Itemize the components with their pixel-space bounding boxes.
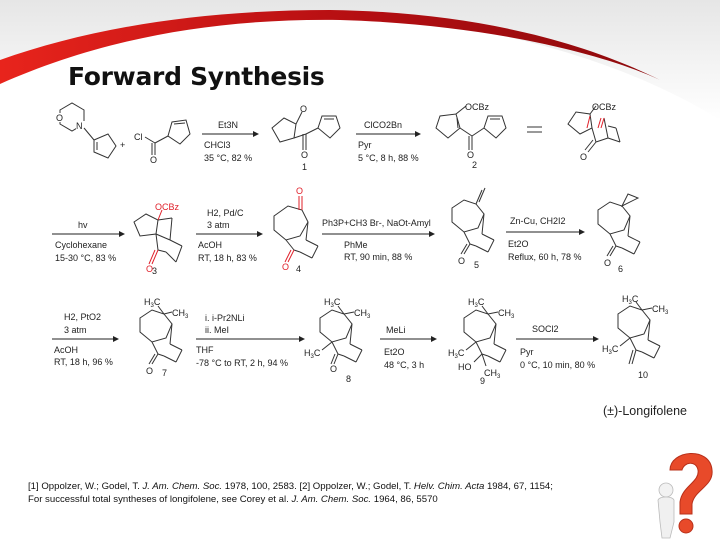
svg-text:48 °C, 3 h: 48 °C, 3 h (384, 360, 424, 370)
morpholine-enamine-structure: O N (56, 102, 117, 159)
svg-text:Et2O: Et2O (508, 239, 529, 249)
svg-text:O: O (296, 186, 303, 196)
svg-text:AcOH: AcOH (198, 240, 222, 250)
svg-text:H3C: H3C (448, 348, 465, 360)
compound-label-10: 10 (638, 370, 648, 380)
svg-text:15-30 °C, 83 %: 15-30 °C, 83 % (55, 253, 116, 263)
cyclopentenecarbonyl-chloride-structure: Cl O (134, 119, 191, 165)
compound-5-structure: O (451, 187, 495, 266)
svg-text:AcOH: AcOH (54, 345, 78, 355)
svg-text:RT, 90 min, 88 %: RT, 90 min, 88 % (344, 252, 412, 262)
compound-label-7: 7 (162, 368, 167, 378)
svg-text:35 °C, 82 %: 35 °C, 82 % (204, 153, 252, 163)
svg-text:SOCl2: SOCl2 (532, 324, 559, 334)
svg-text:MeLi: MeLi (386, 325, 406, 335)
svg-text:5 °C, 8 h, 88 %: 5 °C, 8 h, 88 % (358, 153, 419, 163)
svg-text:Pyr: Pyr (520, 347, 534, 357)
compound-8-structure: H3C CH3 H3C O (304, 297, 371, 374)
compound-label-1: 1 (302, 162, 307, 172)
svg-text:O: O (56, 113, 63, 123)
product-name: (±)-Longifolene (603, 404, 687, 418)
svg-text:OCBz: OCBz (592, 102, 617, 112)
references: [1] Oppolzer, W.; Godel, T. J. Am. Chem.… (28, 481, 553, 505)
svg-text:N: N (76, 121, 83, 131)
svg-text:H3C: H3C (144, 297, 161, 309)
svg-text:THF: THF (196, 345, 214, 355)
compound-3-structure: O OCBz (133, 202, 183, 274)
svg-text:3 atm: 3 atm (207, 220, 230, 230)
question-mark-figure-icon (657, 453, 713, 539)
svg-text:RT, 18 h, 96 %: RT, 18 h, 96 % (54, 357, 113, 367)
svg-text:H3C: H3C (304, 348, 321, 360)
compound-4-structure: O O (273, 186, 319, 272)
svg-text:CH3: CH3 (498, 308, 515, 320)
svg-text:Pyr: Pyr (358, 140, 372, 150)
svg-text:RT, 18 h, 83 %: RT, 18 h, 83 % (198, 253, 257, 263)
svg-text:O: O (458, 256, 465, 266)
svg-text:O: O (300, 104, 307, 114)
svg-text:3 atm: 3 atm (64, 325, 87, 335)
compound-label-6: 6 (618, 264, 623, 274)
reagent-above: Et3N (218, 120, 238, 130)
svg-text:H3C: H3C (622, 294, 639, 306)
svg-text:hv: hv (78, 220, 88, 230)
svg-text:O: O (330, 364, 337, 374)
compound-10-longifolene-structure: H3C CH3 H3C (602, 294, 669, 365)
svg-text:H3C: H3C (468, 297, 485, 309)
compound-2-conformer-structure: OCBz O (567, 102, 621, 162)
compound-label-4: 4 (296, 264, 301, 274)
svg-text:CH3: CH3 (484, 368, 501, 380)
compound-6-structure: O (597, 193, 641, 268)
reaction-scheme: O N + Cl O Et3N CHCl3 35 °C, 82 % O O 1 … (52, 102, 669, 386)
svg-text:i. i-Pr2NLi: i. i-Pr2NLi (205, 313, 245, 323)
svg-text:H3C: H3C (324, 297, 341, 309)
svg-text:Cyclohexane: Cyclohexane (55, 240, 107, 250)
svg-text:CH3: CH3 (652, 304, 669, 316)
svg-text:ClCO2Bn: ClCO2Bn (364, 120, 402, 130)
svg-text:Ph3P+CH3 Br-, NaOt-Amyl: Ph3P+CH3 Br-, NaOt-Amyl (322, 218, 431, 228)
svg-text:HO: HO (458, 362, 472, 372)
svg-text:OCBz: OCBz (465, 102, 490, 112)
slide-title: Forward Synthesis (68, 62, 325, 91)
compound-label-8: 8 (346, 374, 351, 384)
svg-text:O: O (146, 366, 153, 376)
svg-text:O: O (282, 262, 289, 272)
svg-text:O: O (580, 152, 587, 162)
svg-text:O: O (150, 155, 157, 165)
compound-label-3: 3 (152, 266, 157, 276)
svg-text:Zn-Cu, CH2I2: Zn-Cu, CH2I2 (510, 216, 566, 226)
svg-text:O: O (604, 258, 611, 268)
svg-text:Cl: Cl (134, 132, 143, 142)
svg-text:Reflux, 60 h, 78 %: Reflux, 60 h, 78 % (508, 252, 582, 262)
compound-label-5: 5 (474, 260, 479, 270)
compound-9-structure: H3C CH3 H3C HO CH3 (448, 297, 515, 380)
svg-text:CH3: CH3 (172, 308, 189, 320)
compound-label-2: 2 (472, 160, 477, 170)
header-swoosh-decoration (0, 0, 720, 120)
svg-text:-78 °C to RT, 2 h, 94 %: -78 °C to RT, 2 h, 94 % (196, 358, 288, 368)
compound-1-structure: O O (271, 104, 341, 160)
svg-text:O: O (146, 264, 153, 274)
svg-text:O: O (301, 150, 308, 160)
svg-text:PhMe: PhMe (344, 240, 368, 250)
compound-label-9: 9 (480, 376, 485, 386)
compound-2-structure: OCBz O (435, 102, 507, 160)
plus-sign: + (120, 140, 125, 150)
svg-text:OCBz: OCBz (155, 202, 180, 212)
compound-7-structure: H3C CH3 O (139, 297, 189, 376)
svg-text:H2, Pd/C: H2, Pd/C (207, 208, 244, 218)
svg-text:ii. MeI: ii. MeI (205, 325, 229, 335)
svg-text:CHCl3: CHCl3 (204, 140, 231, 150)
svg-text:Et2O: Et2O (384, 347, 405, 357)
svg-text:O: O (467, 150, 474, 160)
svg-text:H3C: H3C (602, 344, 619, 356)
svg-text:CH3: CH3 (354, 308, 371, 320)
svg-text:H2, PtO2: H2, PtO2 (64, 312, 101, 322)
svg-text:0 °C, 10 min, 80 %: 0 °C, 10 min, 80 % (520, 360, 595, 370)
